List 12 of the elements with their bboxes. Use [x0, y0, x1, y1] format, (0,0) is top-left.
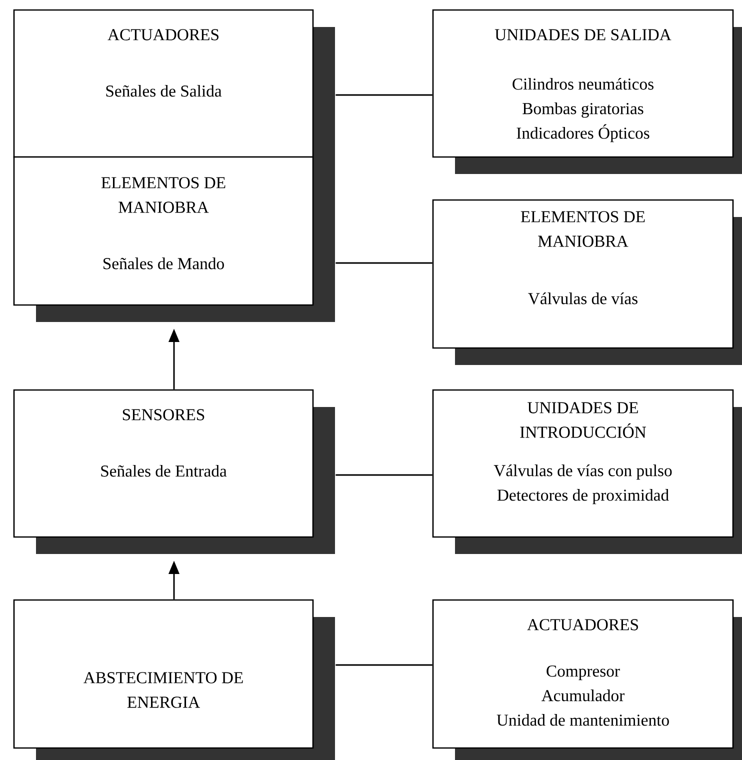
text-box: ELEMENTOS DE MANIOBRA Válvulas de vías	[432, 199, 742, 365]
text-box: UNIDADES DE INTRODUCCIÓN Válvulas de vías con pulso Detectores de proximidad	[432, 389, 742, 554]
text-box: ELEMENTOS DE MANIOBRA Señales de Mando	[13, 156, 335, 322]
text-box: ABSTECIMIENTO DE ENERGIA	[13, 599, 335, 760]
connector-line	[336, 474, 432, 476]
connector-line	[336, 94, 432, 96]
connector-line	[336, 664, 432, 666]
text-box: UNIDADES DE SALIDA Cilindros neumáticos Bombas giratorias Indicadores Ópticos	[432, 9, 742, 174]
connector-line	[336, 262, 432, 264]
text-box: SENSORES Señales de Entrada	[13, 389, 335, 554]
text-box: ACTUADORES Compresor Acumulador Unidad de mantenimiento	[432, 599, 742, 760]
text-box: ACTUADORES Señales de Salida	[13, 9, 335, 174]
